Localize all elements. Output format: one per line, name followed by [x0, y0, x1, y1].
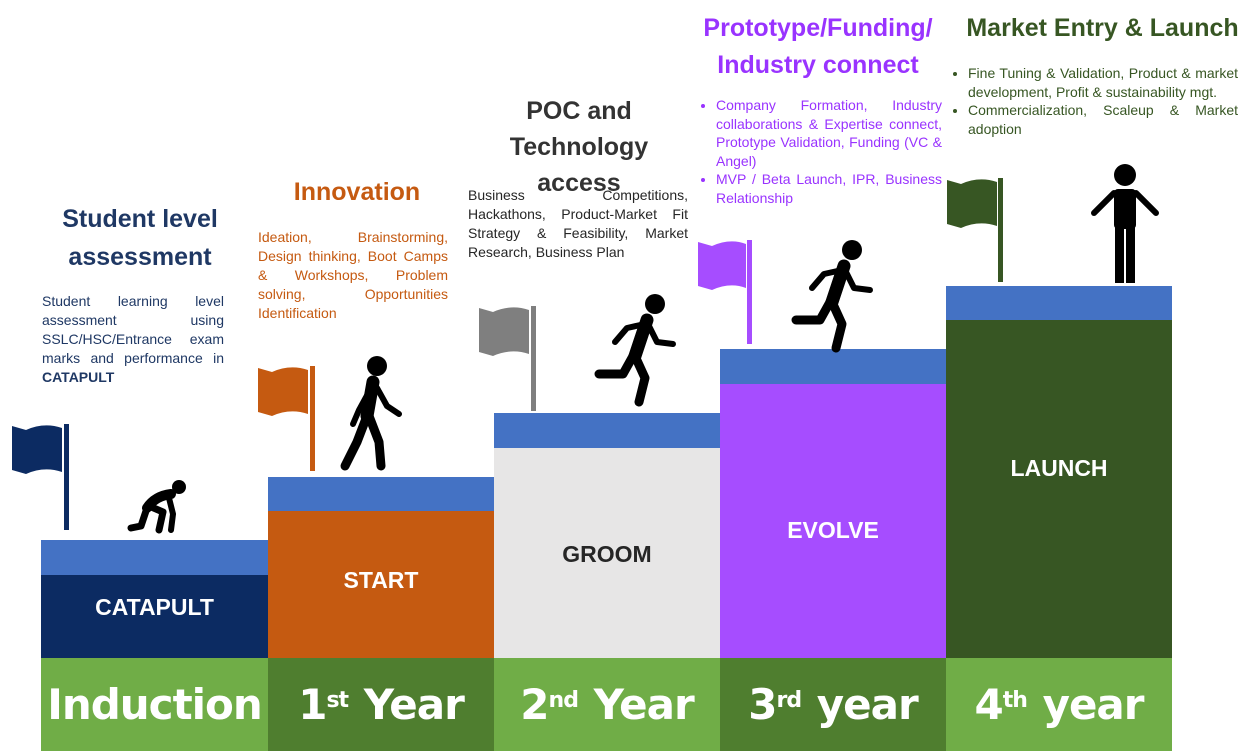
flag-icon — [258, 366, 315, 471]
step-groom-top — [494, 413, 720, 448]
year-3rd-number: 3 — [748, 680, 777, 729]
year-4th-word: year — [1042, 680, 1145, 729]
year-1st-suffix: st — [326, 688, 349, 713]
step-catapult-top — [41, 540, 268, 575]
year-induction: Induction — [41, 658, 268, 751]
walking-person-icon — [340, 356, 402, 471]
flag-icon — [12, 424, 69, 530]
step-start-top — [268, 477, 494, 511]
year-2nd-word: Year — [593, 680, 695, 729]
step-catapult: CATAPULT — [41, 540, 268, 658]
year-1st-word: Year — [363, 680, 465, 729]
heading-student-level-assessment: Student level assessment — [40, 200, 240, 276]
year-4th-suffix: th — [1002, 688, 1028, 713]
desc-innovation: Ideation, Brainstorming, Design thinking… — [258, 229, 448, 321]
list-market-items: Fine Tuning & Validation, Product & mark… — [950, 64, 1238, 138]
year-3rd-word: year — [816, 680, 919, 729]
step-start-label: START — [343, 567, 419, 593]
heading-proto-line2: Industry connect — [717, 51, 919, 79]
running-person-icon — [791, 240, 873, 353]
step-groom: GROOM — [494, 413, 720, 658]
heading-prototype: Prototype/Funding/ Industry connect — [690, 10, 946, 84]
desc-induction-text: Student learning level assessment using … — [42, 293, 224, 366]
year-2nd-number: 2 — [520, 680, 549, 729]
heading-innovation: Innovation — [293, 178, 421, 206]
heading-induction-line2: assessment — [68, 243, 212, 271]
step-evolve-body: EVOLVE — [720, 384, 946, 658]
year-2nd-suffix: nd — [548, 688, 579, 713]
heading-proto-line1: Prototype/Funding/ — [703, 14, 933, 42]
standing-person-icon — [1091, 164, 1159, 283]
flag-icon — [947, 178, 1003, 282]
heading-poc-line2: Technology access — [509, 133, 649, 197]
heading-poc: POC and Technology access — [466, 93, 692, 201]
desc-induction-bold: CATAPULT — [42, 369, 115, 385]
step-groom-body: GROOM — [494, 448, 720, 658]
step-catapult-label: CATAPULT — [95, 594, 214, 620]
step-start: START — [268, 477, 494, 658]
flag-icon — [698, 240, 752, 344]
list-item: Company Formation, Industry collaboratio… — [716, 96, 942, 170]
flag-icon — [479, 306, 536, 411]
heading-market-entry: Market Entry & Launch — [966, 14, 1239, 42]
step-evolve-label: EVOLVE — [787, 517, 879, 543]
step-groom-label: GROOM — [562, 541, 652, 567]
crouching-runner-icon — [127, 480, 186, 534]
desc-induction: Student learning level assessment using … — [42, 292, 224, 387]
step-launch: LAUNCH — [946, 286, 1172, 658]
step-start-body: START — [268, 511, 494, 658]
step-catapult-body: CATAPULT — [41, 575, 268, 658]
running-person-icon — [594, 294, 676, 407]
step-launch-label: LAUNCH — [1010, 455, 1108, 481]
step-launch-top — [946, 286, 1172, 320]
list-item: Commercialization, Scaleup & Market adop… — [968, 101, 1238, 138]
year-1st-number: 1 — [298, 680, 327, 729]
step-evolve: EVOLVE — [720, 349, 946, 658]
year-4th-number: 4 — [974, 680, 1004, 729]
year-3rd-suffix: rd — [776, 688, 803, 713]
step-evolve-top — [720, 349, 946, 384]
list-item: Fine Tuning & Validation, Product & mark… — [968, 64, 1238, 101]
heading-poc-line1: POC and — [526, 97, 632, 125]
year-induction-label: Induction — [47, 680, 263, 729]
list-item: MVP / Beta Launch, IPR, Business Relatio… — [716, 170, 942, 207]
desc-poc: Business Competitions, Hackathons, Produ… — [468, 187, 688, 260]
step-launch-body: LAUNCH — [946, 320, 1172, 658]
heading-induction-line1: Student level — [62, 205, 218, 233]
list-prototype-items: Company Formation, Industry collaboratio… — [698, 96, 942, 207]
